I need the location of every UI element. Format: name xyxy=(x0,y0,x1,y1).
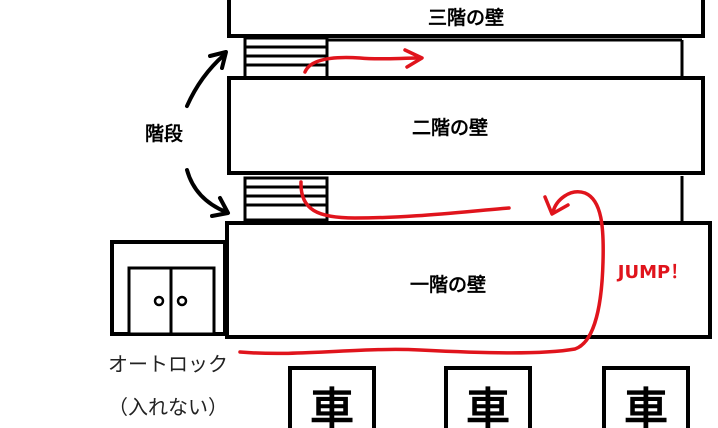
autolock-note: （入れない） xyxy=(108,395,228,419)
autolock-entrance xyxy=(110,240,227,336)
lower-staircase xyxy=(243,176,329,222)
car-3: 車 xyxy=(602,366,690,428)
car-1-glyph: 車 xyxy=(310,384,354,428)
autolock-label: オートロック xyxy=(108,352,228,376)
car-1: 車 xyxy=(288,366,376,428)
upper-staircase xyxy=(243,36,329,80)
stairs-arrow-down xyxy=(185,168,230,218)
car-2: 車 xyxy=(444,366,532,428)
door-knob-right xyxy=(176,295,188,307)
second-floor-label: 二階の壁 xyxy=(412,116,488,139)
stairs-label: 階段 xyxy=(145,122,184,145)
car-3-glyph: 車 xyxy=(624,384,668,428)
car-2-glyph: 車 xyxy=(466,384,510,428)
third-floor-label: 三階の壁 xyxy=(428,6,504,29)
stairs-arrow-up xyxy=(185,50,228,108)
second-floor-wall: 二階の壁 xyxy=(227,76,705,175)
jump-route xyxy=(238,48,605,356)
third-floor-wall: 三階の壁 xyxy=(227,0,705,38)
first-floor-wall: 一階の壁 xyxy=(225,221,712,339)
upper-corridor xyxy=(327,38,684,76)
first-floor-label: 一階の壁 xyxy=(410,273,486,296)
jump-label: JUMP！ xyxy=(616,262,688,283)
door-knob-left xyxy=(153,295,165,307)
